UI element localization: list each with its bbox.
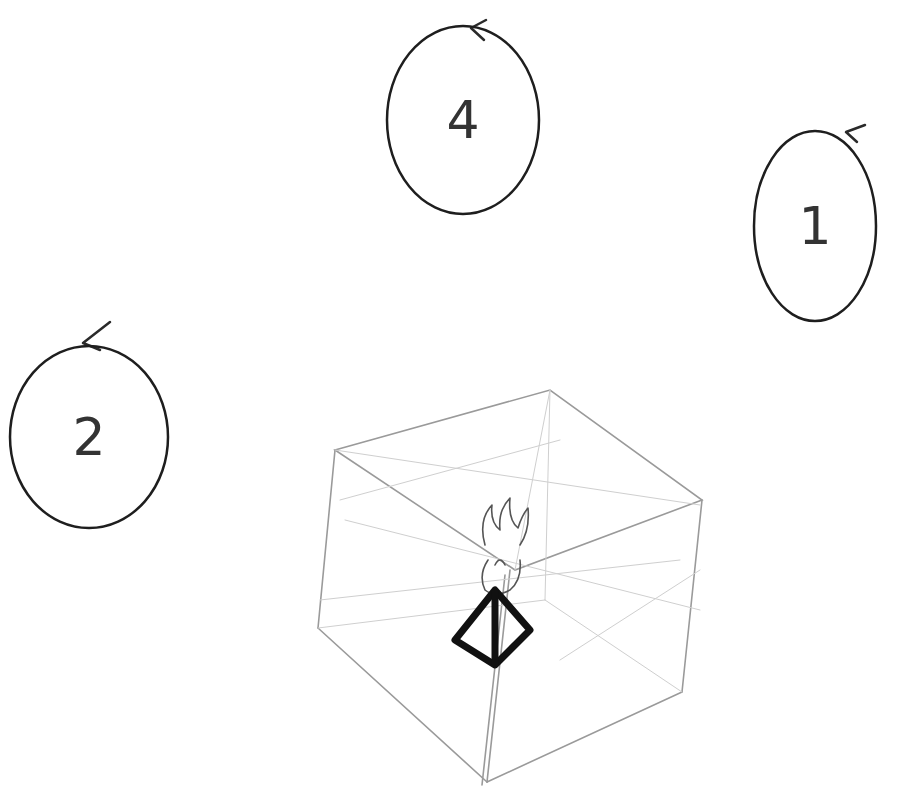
circle-stroke [10, 346, 168, 528]
pyramid-symbol [455, 590, 530, 665]
cube-hidden-lines [318, 390, 700, 692]
numbered-circle: 2 [8, 344, 170, 530]
circle-stroke [387, 26, 539, 214]
circle-number: 2 [72, 411, 105, 463]
cube-construction-lines [318, 390, 702, 785]
rotation-arrowhead [846, 125, 865, 142]
numbered-circle: 4 [385, 24, 541, 216]
circle-number: 4 [446, 94, 479, 146]
numbered-circle: 1 [752, 129, 878, 323]
circle-number: 1 [798, 200, 831, 252]
flame-symbol [482, 498, 528, 594]
circle-stroke [754, 131, 876, 321]
